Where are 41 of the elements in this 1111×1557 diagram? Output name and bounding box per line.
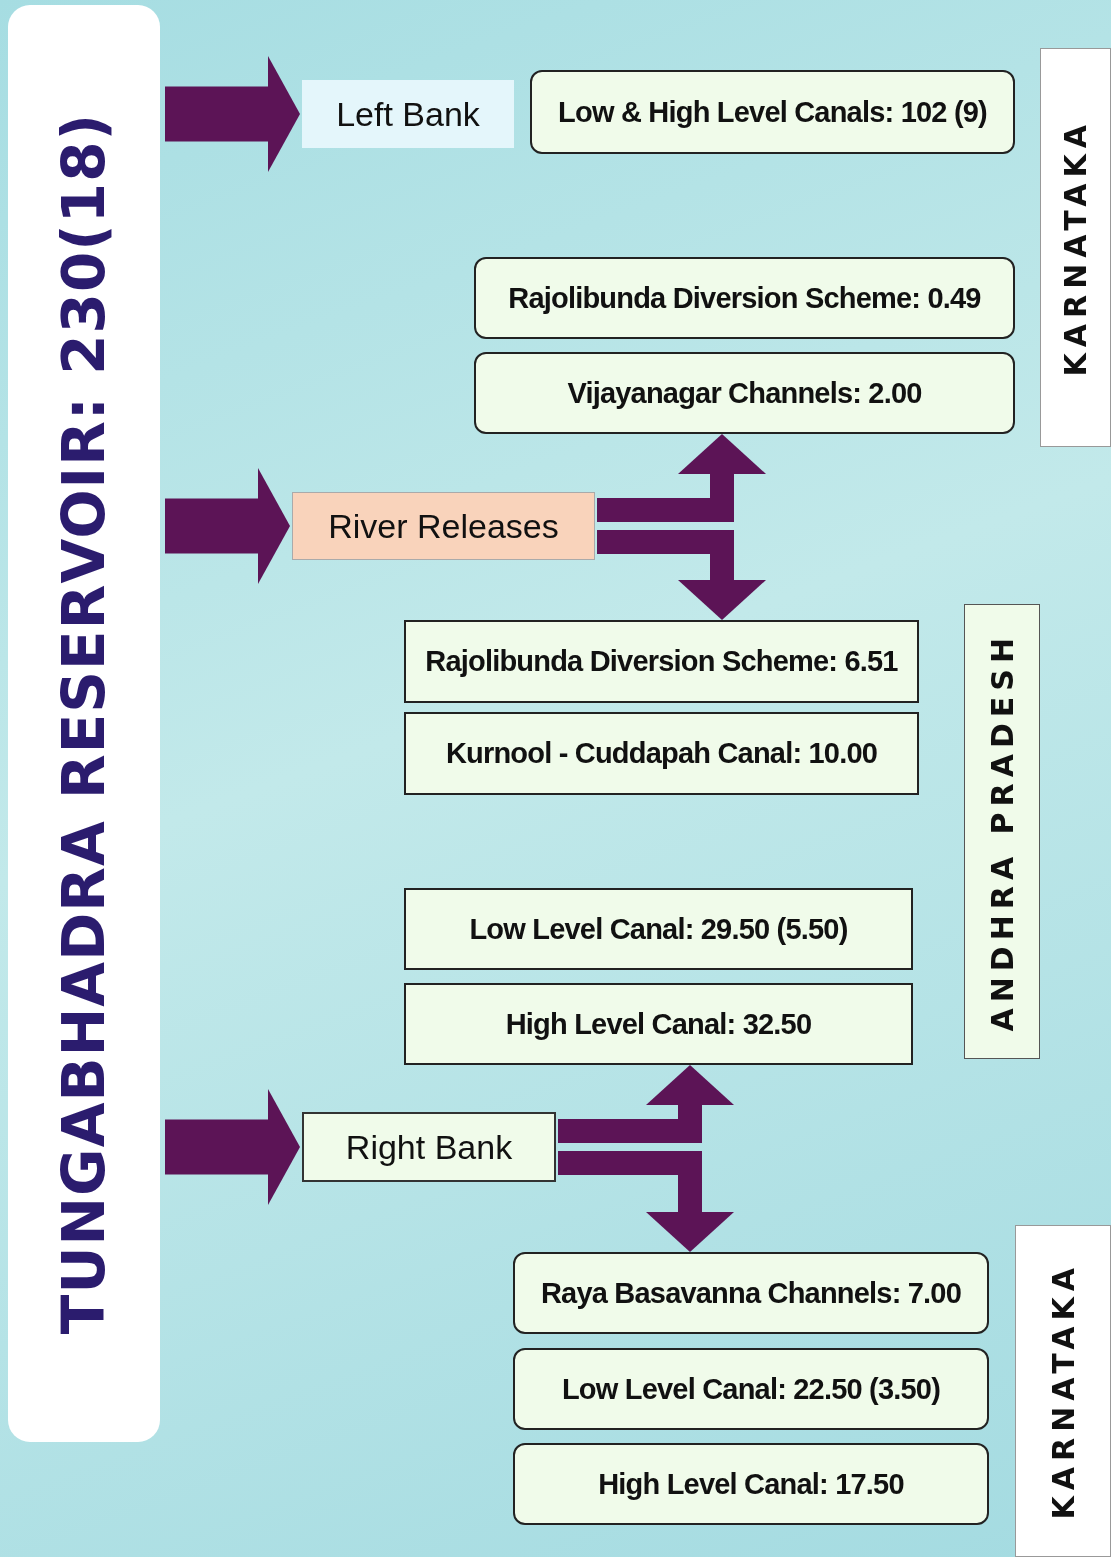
state-band xyxy=(1015,1225,1111,1557)
state-band xyxy=(964,604,1040,1059)
arrow xyxy=(165,1089,300,1205)
box-label: Low & High Level Canals: 102 (9) xyxy=(558,95,987,129)
canal-box xyxy=(404,712,919,795)
canal-box xyxy=(513,1443,989,1525)
state-band xyxy=(1040,48,1111,447)
arrow xyxy=(165,56,300,172)
box-label: River Releases xyxy=(328,506,559,546)
box-label: Right Bank xyxy=(345,1127,513,1167)
arrow xyxy=(597,530,766,620)
canal-box xyxy=(474,352,1015,434)
canal-box xyxy=(530,70,1015,154)
arrow xyxy=(597,434,766,522)
box-label: High Level Canal: 32.50 xyxy=(505,1007,812,1041)
reservoir-panel xyxy=(8,5,160,1442)
box-label: Raya Basavanna Channels: 7.00 xyxy=(540,1276,962,1310)
process-box xyxy=(292,492,595,560)
canal-box xyxy=(404,888,913,970)
arrow xyxy=(558,1151,734,1252)
state-label: KARNATAKA xyxy=(1058,118,1093,377)
box-label: Kurnool - Cuddapah Canal: 10.00 xyxy=(445,737,878,770)
canal-box xyxy=(513,1348,989,1430)
arrow xyxy=(165,468,290,584)
canal-box xyxy=(404,983,913,1065)
canal-box xyxy=(474,257,1015,339)
canal-box xyxy=(513,1252,989,1334)
canal-box xyxy=(404,620,919,703)
state-label: KARNATAKA xyxy=(1045,1262,1081,1520)
box-label: High Level Canal: 17.50 xyxy=(598,1467,904,1501)
box-label: Low Level Canal: 22.50 (3.50) xyxy=(561,1372,941,1406)
box-label: Low Level Canal: 29.50 (5.50) xyxy=(469,912,848,946)
box-label: Vijayanagar Channels: 2.00 xyxy=(567,376,922,410)
process-box xyxy=(302,1112,556,1182)
box-label: Rajolibunda Diversion Scheme: 6.51 xyxy=(425,645,898,678)
box-label: Rajolibunda Diversion Scheme: 0.49 xyxy=(508,281,981,315)
state-label: ANDHRA PRADESH xyxy=(984,631,1020,1032)
box-label: Left Bank xyxy=(336,94,480,134)
process-box xyxy=(302,80,514,148)
title-text: TUNGABHADRA RESERVOIR: 230(18) xyxy=(50,112,118,1335)
arrow xyxy=(558,1065,734,1143)
